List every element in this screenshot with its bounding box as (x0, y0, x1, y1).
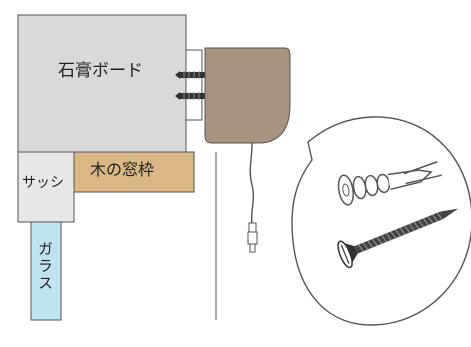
screw-pair (175, 71, 208, 100)
wall-anchor-icon (337, 161, 442, 206)
magnify-callout-icon (291, 116, 471, 326)
plasterboard (17, 14, 187, 153)
ac-adapter-icon (204, 47, 291, 144)
sash-label: サッシ (22, 175, 64, 191)
dc-plug (247, 222, 258, 253)
sash (17, 151, 75, 223)
screw-top (175, 71, 208, 79)
glass-label: ガラス (36, 241, 54, 292)
window-frame (73, 151, 195, 193)
window-frame-label: 木の窓枠 (90, 160, 155, 179)
screw-icon (337, 208, 459, 269)
cable (249, 142, 255, 226)
board-edge-gap (185, 49, 203, 121)
plasterboard-label: 石膏ボード (58, 61, 143, 81)
glass-pane (30, 221, 62, 321)
screw-bottom (175, 92, 208, 100)
